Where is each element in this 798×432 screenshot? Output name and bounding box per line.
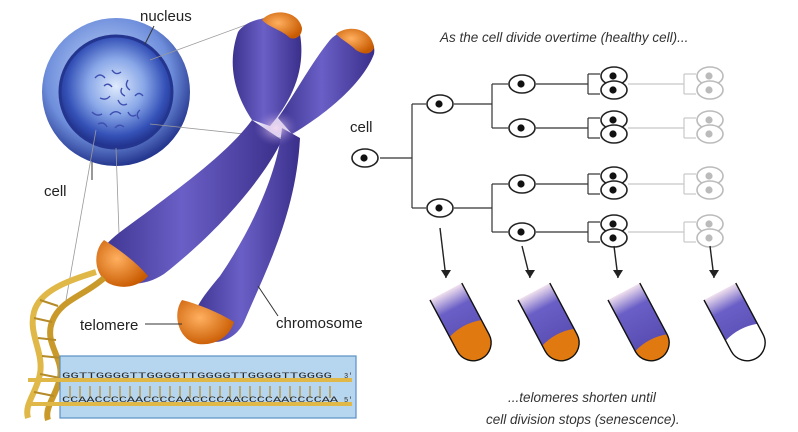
sequence-top: GGTTGGGGTTGGGGTTGGGGTTGGGGTTGGGG	[62, 371, 332, 381]
cell-gen3-pair-2	[600, 110, 628, 144]
chromosome-arm-upper-right	[278, 30, 375, 134]
cell-label-tree: cell	[350, 119, 373, 136]
telomere-tip-4	[703, 282, 766, 362]
cell-root	[351, 148, 379, 168]
chromosome	[96, 12, 375, 345]
cell-gen3-pair-1	[600, 66, 628, 100]
arrow-down-1	[439, 227, 451, 279]
telomere-tip-3	[607, 282, 670, 362]
telomere-cap-3	[96, 240, 148, 287]
dna-sequence-band: GGTTGGGGTTGGGGTTGGGGTTGGGGTTGGGG CCAACCC…	[28, 355, 357, 419]
chromosome-arm-lower-right	[192, 128, 300, 343]
base-pairs	[69, 386, 331, 398]
cell-gen2-2	[508, 118, 536, 138]
sequence-bottom: CCAACCCCAACCCCAACCCCAACCCCAACCCCAA	[62, 395, 340, 405]
chromosome-arm-upper-left	[232, 18, 302, 126]
dna-helix	[24, 269, 107, 421]
cell-gen4-pair-2	[696, 110, 724, 144]
telomere-cap-1	[262, 12, 302, 39]
caption-top: As the cell divide overtime (healthy cel…	[439, 30, 688, 45]
cell-gen4-pair-4	[696, 214, 724, 248]
arrow-down-3	[613, 245, 623, 279]
end-mark-top: 3'	[344, 373, 352, 381]
cell-gen1-a	[426, 94, 454, 114]
arrow-down-4	[709, 245, 719, 279]
cell-gen3-pair-3	[600, 166, 628, 200]
chromosome-arm-lower-left	[99, 120, 282, 284]
chromatin	[91, 69, 144, 129]
cell-gen2-4	[508, 222, 536, 242]
cell-gen2-1	[508, 74, 536, 94]
centromere	[254, 110, 298, 146]
telomere-label: telomere	[80, 317, 138, 334]
division-tree	[351, 66, 724, 279]
nucleus-label: nucleus	[140, 8, 192, 25]
nucleus-shape	[58, 34, 174, 150]
telomere-tip-2	[517, 282, 580, 362]
cell-gen2-3	[508, 174, 536, 194]
cell-illustration	[42, 18, 190, 166]
telomere-cap-2	[336, 28, 374, 54]
arrow-down-2	[521, 245, 535, 279]
chromosome-label: chromosome	[276, 315, 363, 332]
chromosome-leader	[257, 285, 279, 317]
cell-gen3-pair-4	[600, 214, 628, 248]
sequence-band-bg	[59, 355, 357, 419]
cell-gen1-b	[426, 198, 454, 218]
telomere-tip-1	[429, 282, 492, 362]
nucleus-leader	[144, 25, 155, 45]
telomere-cap-4	[177, 300, 234, 345]
caption-bottom-1: ...telomeres shorten until	[508, 390, 657, 405]
caption-bottom-2: cell division stops (senescence).	[486, 412, 680, 427]
telomere-tips	[429, 282, 766, 362]
cell-gen4-pair-1	[696, 66, 724, 100]
cell-gen4-pair-3	[696, 166, 724, 200]
end-mark-bottom: 5'	[344, 397, 352, 405]
cell-label-left: cell	[44, 183, 67, 200]
